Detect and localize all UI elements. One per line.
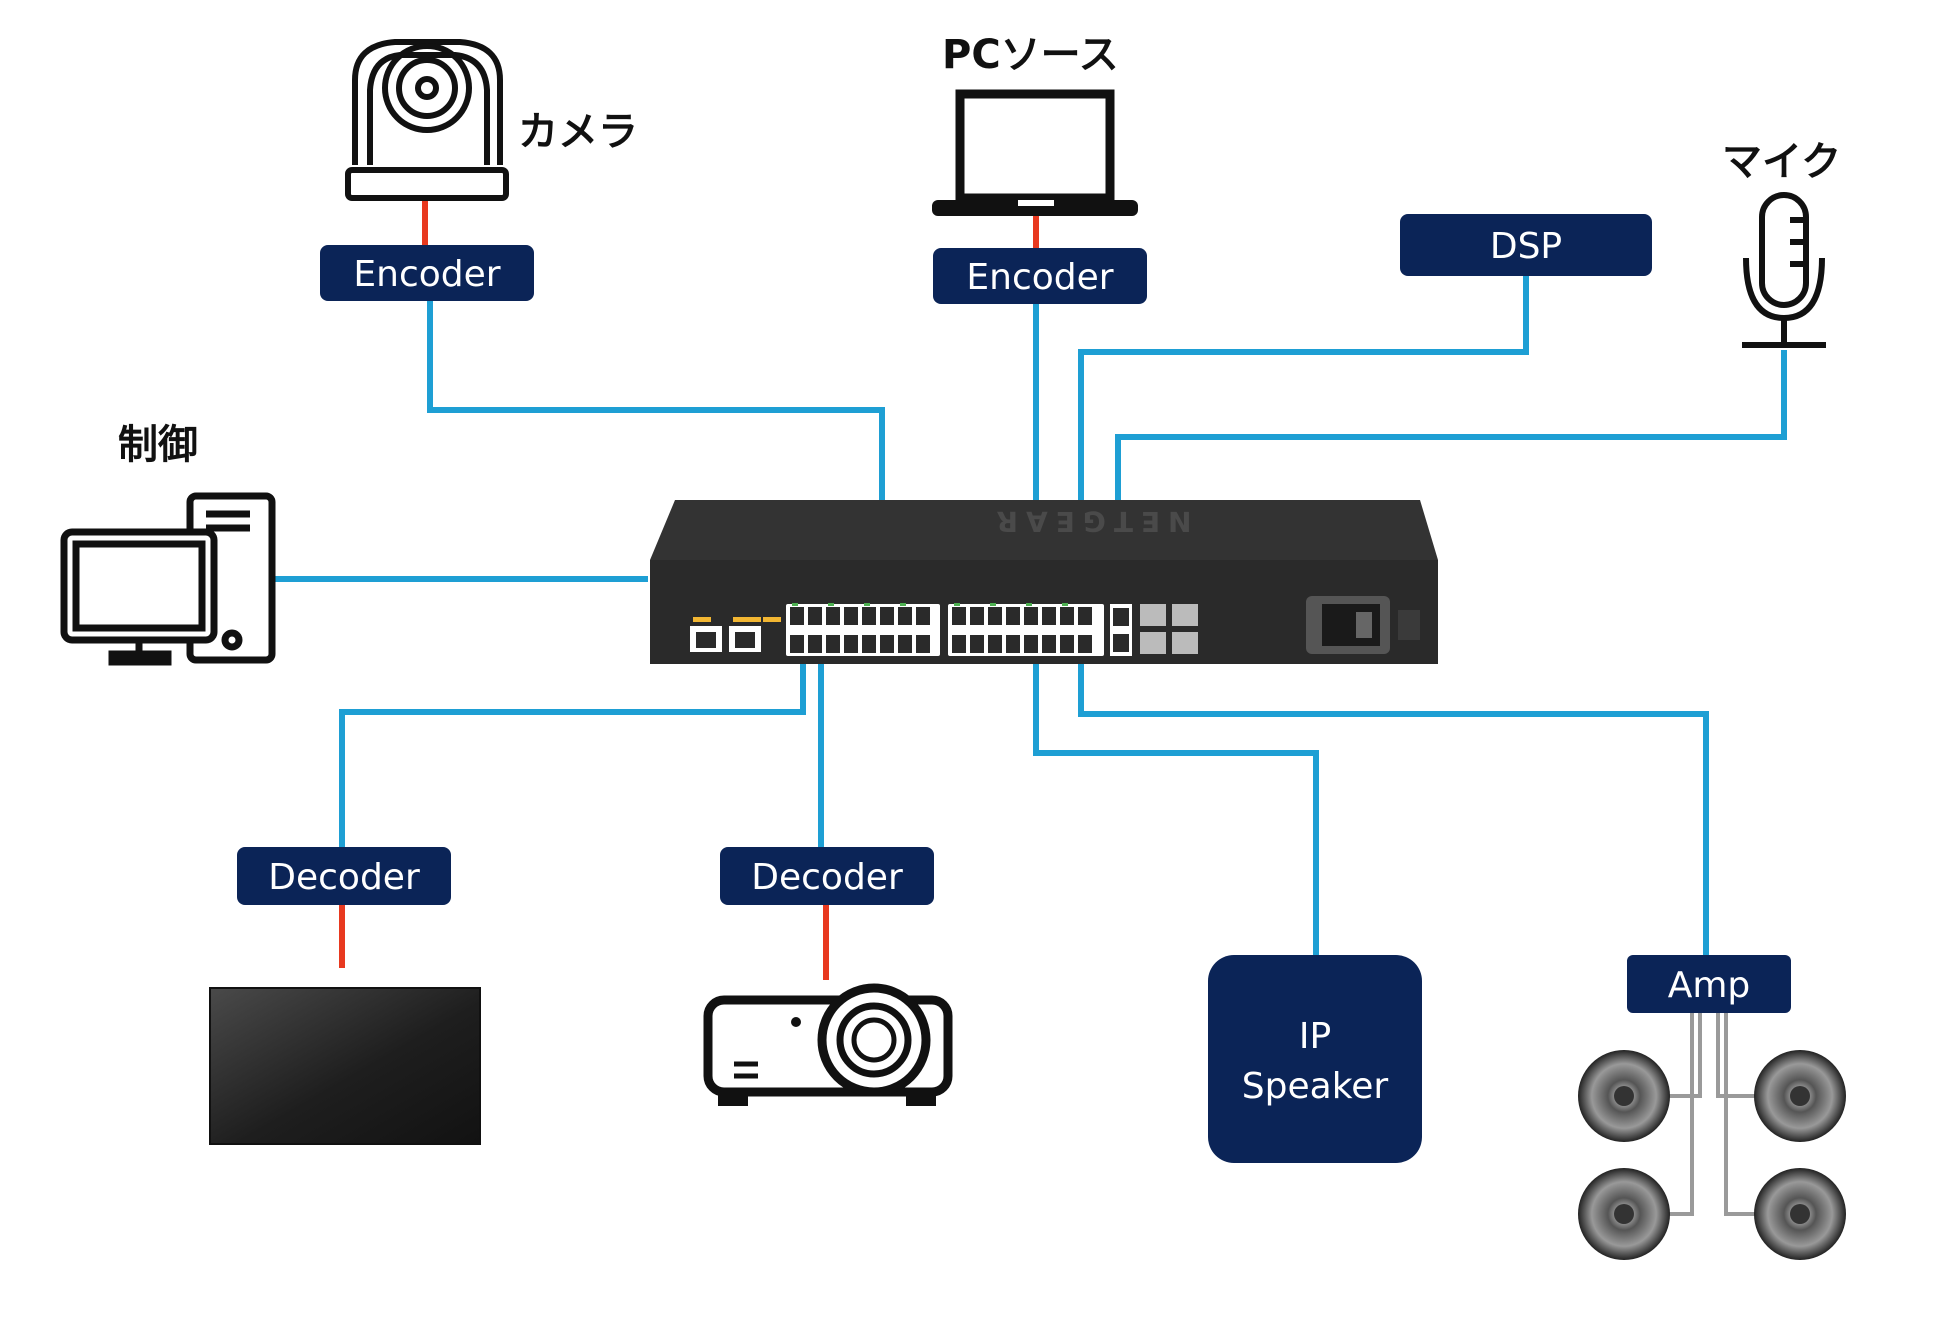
speaker-icon-top-right bbox=[1754, 1050, 1846, 1142]
mic-label: マイク bbox=[1722, 139, 1841, 185]
ip-speaker-box: IP Speaker bbox=[1208, 955, 1422, 1163]
svg-text:IP: IP bbox=[1299, 1016, 1331, 1057]
svg-text:Encoder: Encoder bbox=[353, 254, 500, 295]
decoder-projector-box: Decoder bbox=[720, 847, 934, 905]
speaker-icon-top-left bbox=[1578, 1050, 1670, 1142]
svg-text:DSP: DSP bbox=[1490, 226, 1562, 267]
svg-text:Decoder: Decoder bbox=[268, 857, 420, 898]
svg-text:Speaker: Speaker bbox=[1242, 1066, 1389, 1107]
camera-label: カメラ bbox=[518, 109, 638, 155]
svg-text:Decoder: Decoder bbox=[751, 857, 903, 898]
laptop-icon bbox=[932, 89, 1138, 216]
control-label: 制御 bbox=[118, 422, 198, 468]
switch-brand: NETGEAR bbox=[989, 505, 1192, 538]
encoder-camera-box: Encoder bbox=[320, 245, 534, 301]
cable-switch-to-amp bbox=[1078, 640, 1709, 955]
speaker-icon-bottom-left bbox=[1578, 1168, 1670, 1260]
desktop-computer-icon bbox=[60, 492, 276, 666]
speaker-icon-bottom-right bbox=[1754, 1168, 1846, 1260]
dsp-box: DSP bbox=[1400, 214, 1652, 276]
network-switch: NETGEAR bbox=[650, 500, 1438, 664]
camera-icon bbox=[345, 39, 509, 201]
local-cables bbox=[339, 200, 1039, 980]
display-monitor bbox=[209, 987, 481, 1145]
decoder-display-box: Decoder bbox=[237, 847, 451, 905]
svg-text:Amp: Amp bbox=[1668, 965, 1751, 1006]
pc-source-label: PCソース bbox=[942, 32, 1119, 78]
encoder-pc-box: Encoder bbox=[933, 248, 1147, 304]
projector-icon bbox=[703, 983, 953, 1106]
microphone-icon bbox=[1742, 192, 1826, 348]
cable-switch-to-display-decoder bbox=[339, 640, 806, 847]
amp-box: Amp bbox=[1627, 955, 1791, 1013]
speaker-wiring bbox=[1660, 1013, 1758, 1216]
cable-dsp-to-switch bbox=[1078, 276, 1529, 606]
svg-text:Encoder: Encoder bbox=[966, 257, 1113, 298]
cable-switch-to-ip-speaker bbox=[1033, 640, 1319, 955]
